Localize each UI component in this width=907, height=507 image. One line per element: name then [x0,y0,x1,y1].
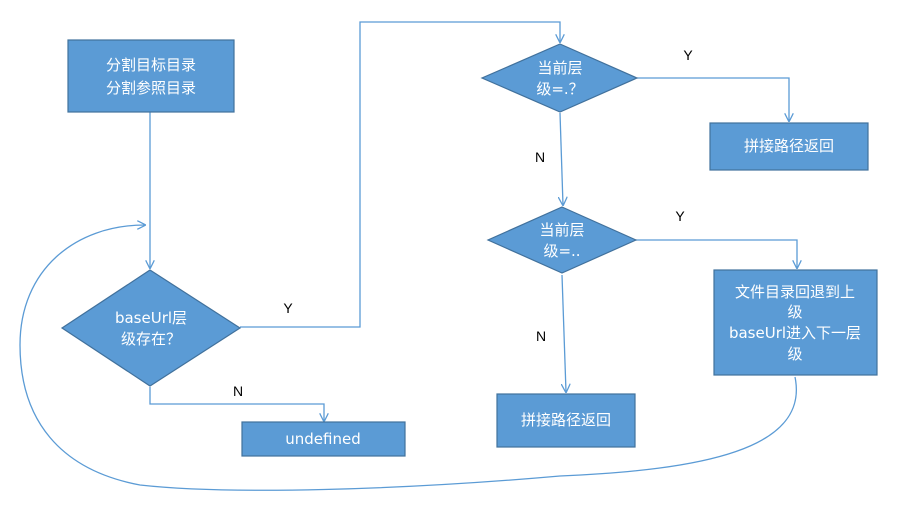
label-dotdot-no: N [536,328,546,344]
level-dot-line-2: 级=.？ [536,80,583,98]
edge-dotdot-yes [636,239,797,268]
split-dirs-box: 分割目标目录 分割参照目录 [67,39,235,113]
parent-dir-line-2: 级 [787,303,802,321]
parent-dir-line-1: 文件目录回退到上 [735,283,855,301]
join-return-text-1: 拼接路径返回 [744,137,834,155]
edge-baseurl-yes [240,21,560,328]
label-dot-yes: Y [683,47,693,63]
split-dirs-line-2: 分割参照目录 [106,79,196,97]
level-dotdot-decision: 当前层 级=.. [486,206,638,274]
undefined-box: undefined [241,421,406,457]
label-baseurl-no: N [233,383,243,399]
level-dotdot-line-2: 级=.. [543,242,580,260]
edge-dot-no [560,112,563,205]
level-dot-decision: 当前层 级=.？ [480,43,639,113]
label-dotdot-yes: Y [675,208,685,224]
join-return-text-2: 拼接路径返回 [521,411,611,429]
baseurl-exists-decision: baseUrl层 级存在？ [60,269,242,387]
edge-baseurl-no [149,387,324,421]
parent-dir-box: 文件目录回退到上 级 baseUrl进入下一层 级 [713,269,878,376]
baseurl-exists-line-1: baseUrl层 [115,309,187,327]
edge-loop-back [19,225,797,491]
label-dot-no: N [535,149,545,165]
level-dotdot-line-1: 当前层 [539,221,584,239]
parent-dir-line-3: baseUrl进入下一层 [729,324,861,342]
split-dirs-line-1: 分割目标目录 [106,56,196,74]
parent-dir-line-4: 级 [787,345,802,363]
edge-dotdot-no [562,274,566,392]
level-dot-line-1: 当前层 [537,59,582,77]
edge-dot-yes [637,77,789,121]
label-baseurl-yes: Y [283,300,293,316]
baseurl-exists-line-2: 级存在？ [121,330,181,348]
join-return-box-1: 拼接路径返回 [709,122,869,171]
undefined-text: undefined [285,430,360,448]
join-return-box-2: 拼接路径返回 [496,393,636,448]
